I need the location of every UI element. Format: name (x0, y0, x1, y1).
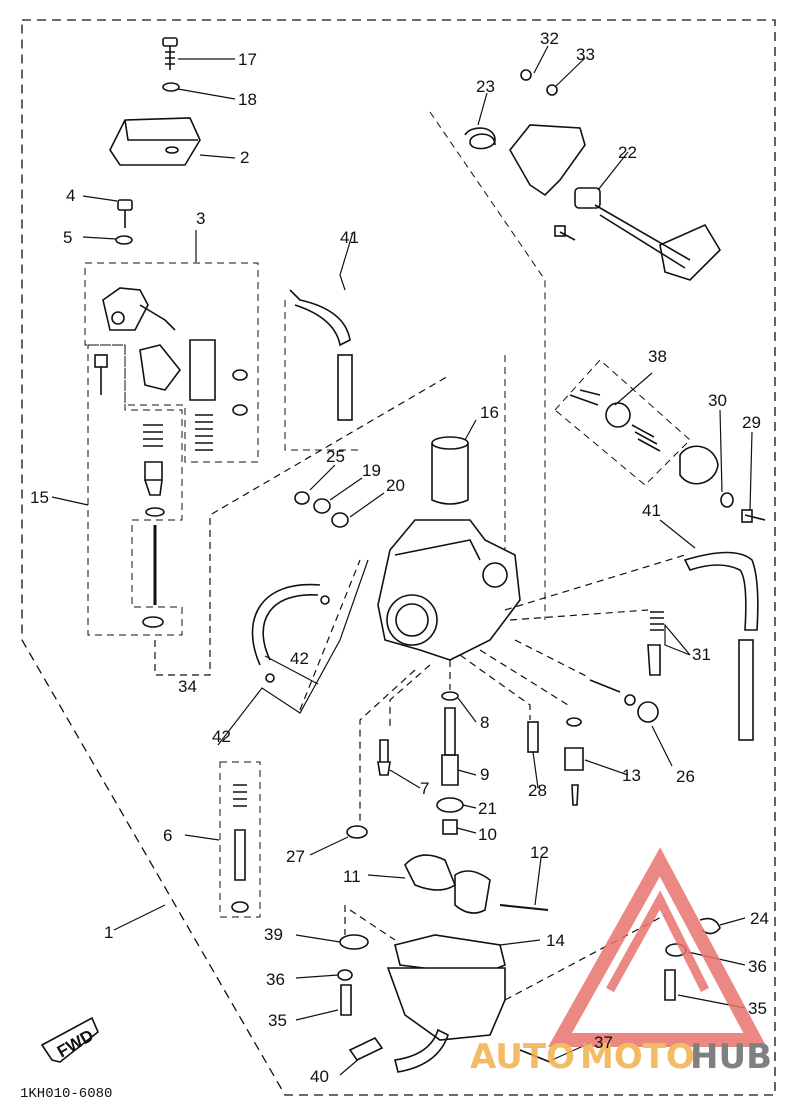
callout-38: 38 (648, 347, 667, 366)
callout-1: 1 (104, 923, 113, 942)
fwd-arrow: FWD (40, 1016, 99, 1063)
callout-9: 9 (480, 765, 489, 784)
callout-34: 34 (178, 677, 197, 696)
callout-33: 33 (576, 45, 595, 64)
callout-6: 6 (163, 826, 172, 845)
watermark-part3: HUB (690, 1037, 772, 1077)
group-6-box (219, 761, 261, 918)
group-3-box (84, 262, 259, 463)
callout-16: 16 (480, 403, 499, 422)
callout-labels: 1 2 3 4 5 6 7 8 9 10 11 12 13 14 15 16 1… (30, 29, 769, 1086)
callout-4: 4 (66, 186, 75, 205)
callout-41-top: 41 (340, 228, 359, 247)
callout-25: 25 (326, 447, 345, 466)
callout-13: 13 (622, 766, 641, 785)
callout-15: 15 (30, 488, 49, 507)
callout-37: 37 (594, 1033, 613, 1052)
callout-11: 11 (343, 867, 361, 886)
callout-14: 14 (546, 931, 565, 950)
callout-8: 8 (480, 713, 489, 732)
callout-17: 17 (238, 50, 257, 69)
callout-42-bottom: 42 (212, 727, 231, 746)
callout-42-top: 42 (290, 649, 309, 668)
callout-18: 18 (238, 90, 257, 109)
group-38-box (554, 359, 691, 486)
callout-30: 30 (708, 391, 727, 410)
leader-lines (51, 45, 753, 1076)
callout-35-right: 35 (748, 999, 767, 1018)
callout-29: 29 (742, 413, 761, 432)
callout-28: 28 (528, 781, 547, 800)
callout-12: 12 (530, 843, 549, 862)
assembly-boundary (21, 19, 776, 1096)
jets-group (231, 691, 584, 913)
throttle-linkage-group (464, 69, 722, 281)
callout-10: 10 (478, 825, 497, 844)
watermark-part2: MOTO (580, 1037, 695, 1077)
callout-21: 21 (478, 799, 497, 818)
watermark-logo: AUTO MOTO HUB (470, 847, 772, 1077)
carburetor-body (251, 289, 521, 683)
callout-19: 19 (362, 461, 381, 480)
callout-41-right: 41 (642, 501, 661, 520)
callout-26: 26 (676, 767, 695, 786)
callout-3: 3 (196, 209, 205, 228)
watermark-part1: AUTO (470, 1037, 575, 1077)
callout-5: 5 (63, 228, 72, 247)
callout-35-left: 35 (268, 1011, 287, 1030)
callout-36-left: 36 (266, 970, 285, 989)
callout-39: 39 (264, 925, 283, 944)
reference-code: 1KH010-6080 (20, 1086, 112, 1102)
callout-22: 22 (618, 143, 637, 162)
top-cover-group (109, 37, 201, 166)
callout-23: 23 (476, 77, 495, 96)
callout-2: 2 (240, 148, 249, 167)
pilot-screw-group (569, 389, 766, 741)
callout-27: 27 (286, 847, 305, 866)
float-bowl-group (337, 854, 721, 1073)
callout-32: 32 (540, 29, 559, 48)
callout-36-right: 36 (748, 957, 767, 976)
callout-40: 40 (310, 1067, 329, 1086)
callout-20: 20 (386, 476, 405, 495)
callout-24: 24 (750, 909, 769, 928)
callout-31: 31 (692, 645, 711, 664)
throttle-valve-group (94, 199, 248, 628)
callout-7: 7 (420, 779, 429, 798)
group-15-box (87, 344, 183, 636)
